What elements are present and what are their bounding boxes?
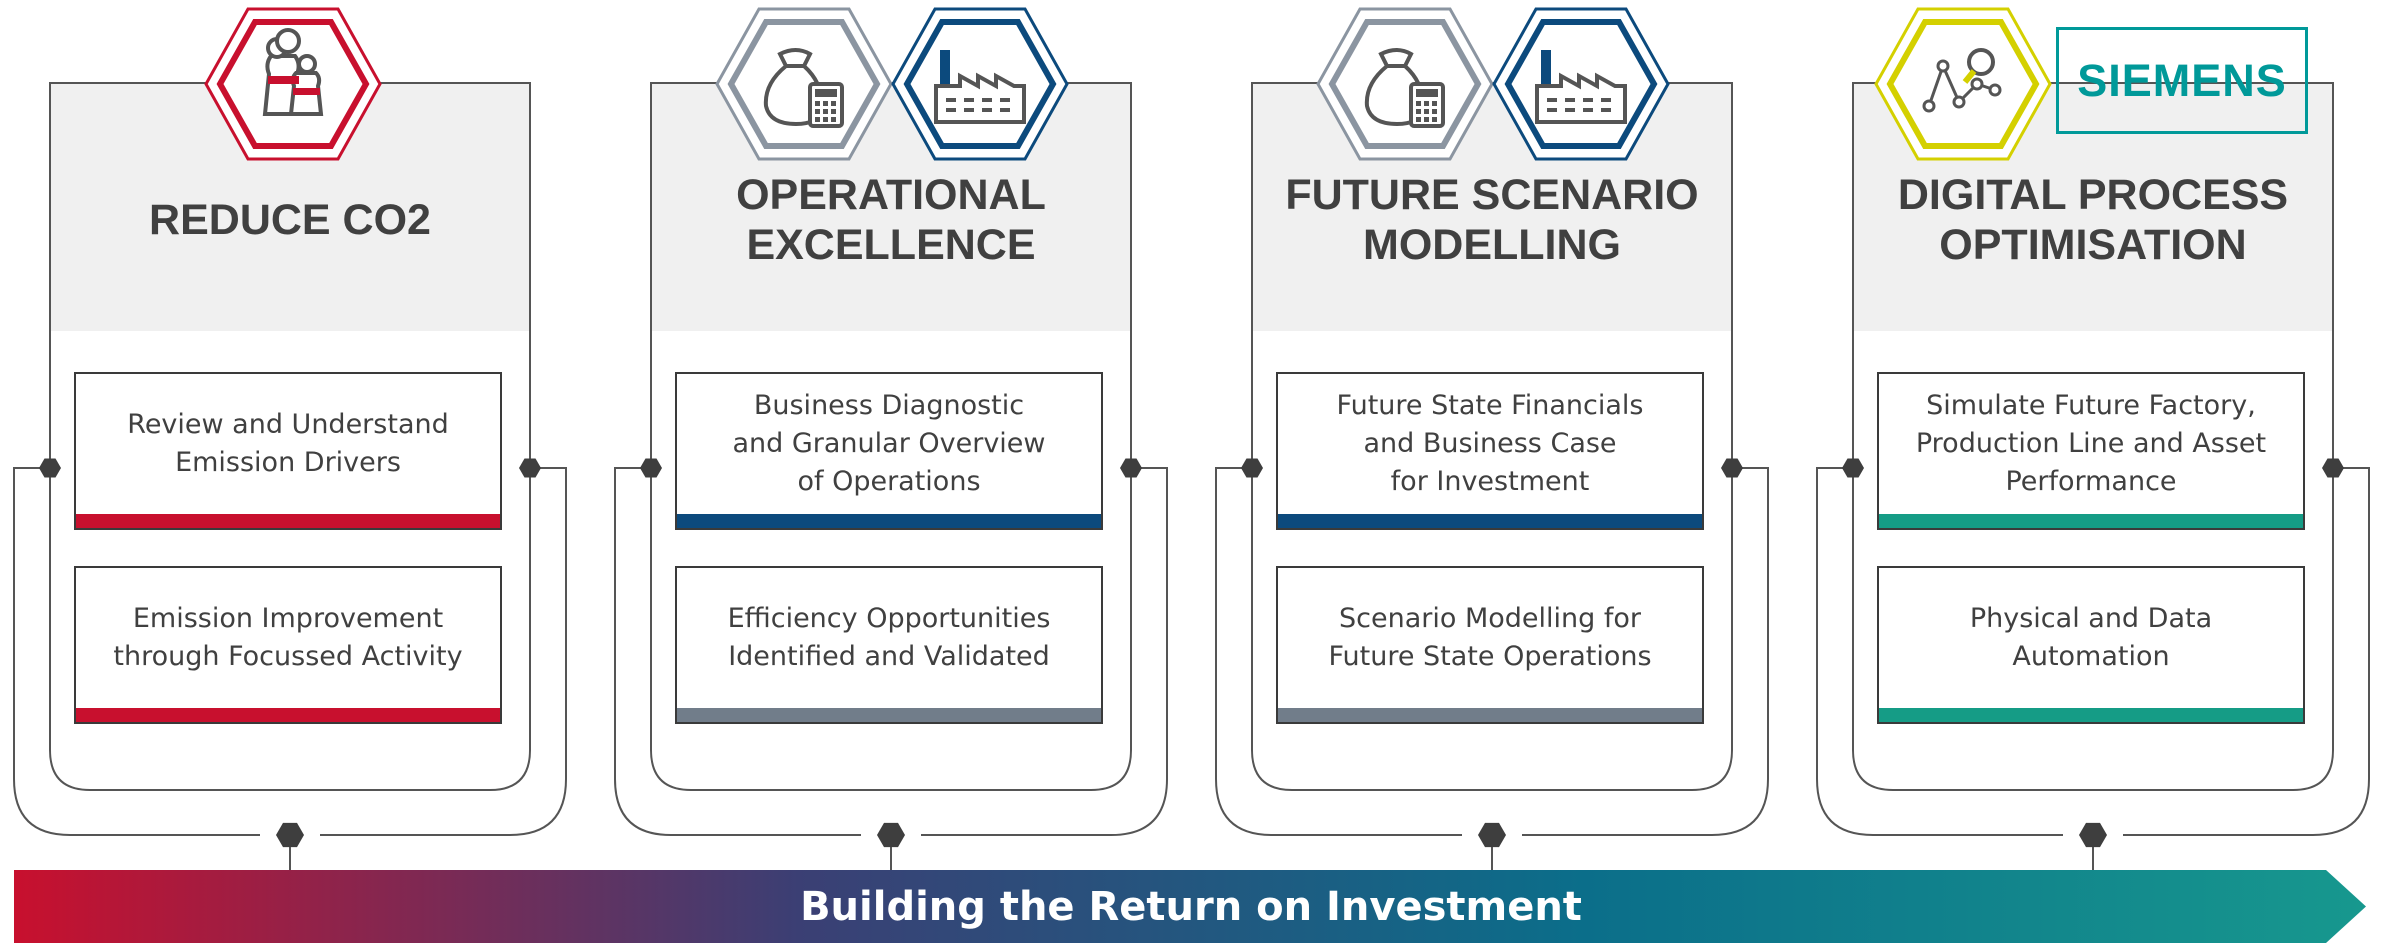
- step-card-text: Simulate Future Factory, Production Line…: [1915, 390, 2267, 497]
- step-card-accent-bar: [76, 708, 500, 722]
- pillar-header-band: [1253, 84, 1731, 331]
- step-card: Physical and Data Automation: [1877, 566, 2305, 724]
- pillar-title: DIGITAL PROCESS OPTIMISATION: [1897, 171, 2289, 269]
- hex-node: [2079, 822, 2107, 848]
- hex-node: [1241, 458, 1263, 478]
- hex-node: [2322, 458, 2344, 478]
- step-card-accent-bar: [677, 708, 1101, 722]
- hex-node: [1721, 458, 1743, 478]
- hex-node: [519, 458, 541, 478]
- pillar-bracket-left: [1215, 467, 1492, 836]
- banner-label: Building the Return on Investment: [800, 883, 1582, 930]
- step-card: Efficiency Opportunities Identified and …: [675, 566, 1103, 724]
- cooling-towers-icon: [204, 7, 382, 161]
- hex-node: [1120, 458, 1142, 478]
- step-card-accent-bar: [677, 514, 1101, 528]
- roi-banner-arrow: [14, 870, 2366, 943]
- factory-icon: [1492, 7, 1670, 161]
- step-card-text: Review and Understand Emission Drivers: [127, 409, 449, 478]
- step-card: Review and Understand Emission Drivers: [74, 372, 502, 530]
- pillar-bracket-left: [13, 467, 290, 836]
- step-card-text: Future State Financials and Business Cas…: [1336, 390, 1644, 497]
- pillar-title: OPERATIONAL EXCELLENCE: [736, 171, 1046, 269]
- factory-icon: [891, 7, 1069, 161]
- step-card-accent-bar: [76, 514, 500, 528]
- pillar-bracket-left: [1816, 467, 2093, 836]
- step-card: Business Diagnostic and Granular Overvie…: [675, 372, 1103, 530]
- data-analytics-icon: [1874, 7, 2052, 161]
- pillar-bracket-left: [614, 467, 891, 836]
- step-card-text: Efficiency Opportunities Identified and …: [727, 603, 1051, 672]
- pillar-bracket-right: [891, 467, 1168, 836]
- step-card-text: Scenario Modelling for Future State Oper…: [1328, 603, 1652, 672]
- step-card: Emission Improvement through Focussed Ac…: [74, 566, 502, 724]
- money-bag-calculator-icon: [715, 7, 893, 161]
- hex-node: [877, 822, 905, 848]
- pillar-bracket-right: [1492, 467, 1769, 836]
- pillar-bracket-right: [290, 467, 567, 836]
- step-card: Future State Financials and Business Cas…: [1276, 372, 1704, 530]
- hex-node: [1478, 822, 1506, 848]
- siemens-logo: SIEMENS: [2056, 27, 2308, 134]
- pillar-reduce-co2: REDUCE CO2 Review and Understand Emissio…: [10, 0, 610, 870]
- money-bag-calculator-icon: [1316, 7, 1494, 161]
- pillar-header-band: [652, 84, 1130, 331]
- step-card-accent-bar: [1879, 514, 2303, 528]
- pillar-title: REDUCE CO2: [149, 196, 431, 244]
- step-card-text: Physical and Data Automation: [1969, 603, 2213, 672]
- step-card-accent-bar: [1278, 514, 1702, 528]
- pillar-title: FUTURE SCENARIO MODELLING: [1285, 171, 1699, 269]
- step-card-accent-bar: [1879, 708, 2303, 722]
- step-card-text: Business Diagnostic and Granular Overvie…: [732, 390, 1046, 497]
- step-card: Scenario Modelling for Future State Oper…: [1276, 566, 1704, 724]
- pillar-future-scenario-modelling: FUTURE SCENARIO MODELLING Future State F…: [1212, 0, 1812, 870]
- pillar-digital-process-optimisation: DIGITAL PROCESS OPTIMISATION Simulate Fu…: [1813, 0, 2382, 870]
- pillar-operational-excellence: OPERATIONAL EXCELLENCE Business Diagnost…: [611, 0, 1211, 870]
- hex-node: [640, 458, 662, 478]
- hex-node: [276, 822, 304, 848]
- step-card-text: Emission Improvement through Focussed Ac…: [113, 603, 463, 672]
- hex-node: [39, 458, 61, 478]
- step-card: Simulate Future Factory, Production Line…: [1877, 372, 2305, 530]
- hex-node: [1842, 458, 1864, 478]
- step-card-accent-bar: [1278, 708, 1702, 722]
- pillar-bracket-right: [2093, 467, 2370, 836]
